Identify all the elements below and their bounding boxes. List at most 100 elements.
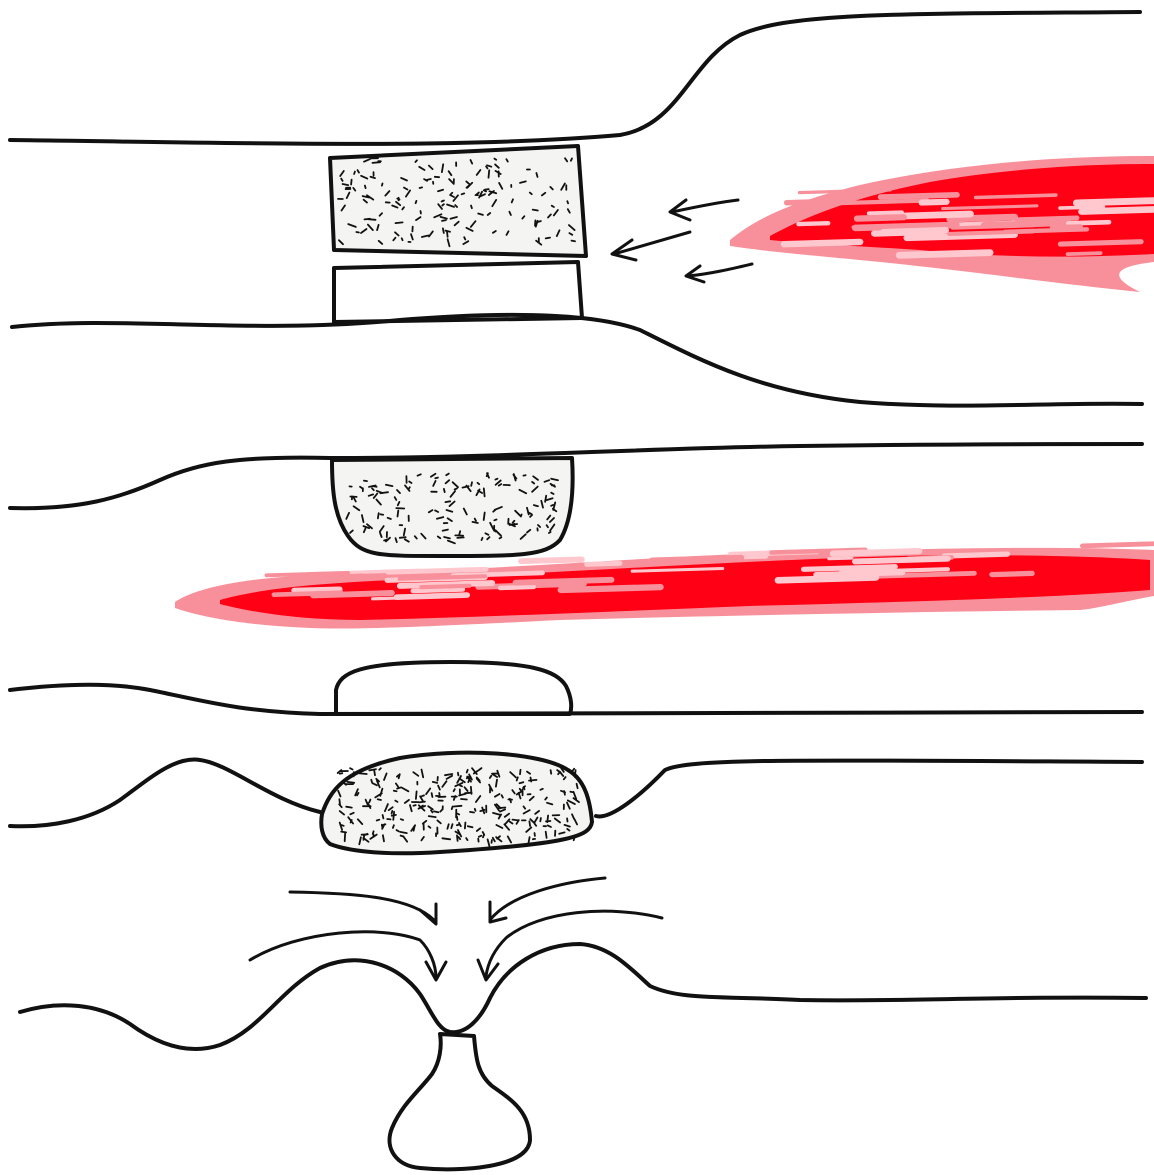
upper-vessel-wall — [10, 12, 1140, 144]
speckle-mark — [401, 819, 403, 820]
speckle-mark — [380, 492, 388, 493]
speckle-mark — [443, 228, 444, 233]
speckle-mark — [540, 789, 542, 790]
speckle-mark — [364, 835, 365, 840]
speckle-mark — [451, 824, 452, 828]
speckle-mark — [545, 496, 546, 502]
speckle-mark — [457, 537, 463, 538]
speckle-mark — [455, 488, 457, 489]
speckle-mark — [432, 793, 433, 797]
speckle-mark — [442, 220, 446, 221]
speckle-mark — [395, 801, 397, 802]
blood-streak-highlight — [1052, 227, 1080, 228]
hatched-plaque — [336, 662, 571, 714]
speckle-mark — [502, 795, 503, 797]
speckle-mark — [540, 818, 541, 821]
speckle-mark — [350, 768, 353, 769]
speckle-mark — [373, 162, 381, 163]
speckle-mark — [371, 177, 376, 178]
blood-streak-highlight — [267, 573, 349, 575]
stage-1-panel — [10, 12, 1154, 406]
speckle-mark — [484, 513, 485, 521]
speckle-mark — [572, 241, 576, 242]
speckle-mark — [343, 184, 349, 185]
speckle-mark — [520, 789, 521, 791]
speckle-mark — [552, 206, 554, 207]
speckle-mark — [529, 780, 537, 781]
speckle-mark — [341, 179, 342, 181]
speckle-mark — [500, 537, 502, 538]
speckle-mark — [365, 219, 371, 220]
speckle-mark — [457, 814, 459, 815]
speckle-mark — [409, 482, 411, 484]
speckle-mark — [457, 835, 458, 841]
speckle-mark — [397, 788, 400, 789]
blood-streak-highlight — [833, 551, 919, 554]
speckle-mark — [364, 481, 367, 482]
speckle-mark — [513, 524, 514, 526]
blood-streak-highlight — [1060, 207, 1103, 208]
speckle-mark — [392, 811, 393, 814]
speckle-mark — [386, 485, 393, 486]
speckle-mark — [457, 816, 458, 820]
speckle-mark — [533, 210, 538, 211]
speckle-mark — [571, 158, 572, 160]
speckle-mark — [506, 159, 507, 161]
speckle-mark — [445, 774, 452, 775]
speckle-mark — [378, 799, 381, 800]
blood-streak-highlight — [857, 217, 904, 218]
speckle-mark — [382, 184, 383, 186]
arrow-right-outer — [490, 878, 605, 920]
speckle-mark — [499, 808, 506, 809]
hatched-plaque — [390, 1034, 530, 1169]
speckle-mark — [397, 830, 399, 831]
speckle-mark — [347, 782, 354, 783]
blood-streak-highlight — [944, 554, 1007, 556]
blood-streak-highlight — [421, 586, 469, 587]
speckle-mark — [546, 832, 547, 838]
speckle-mark — [572, 769, 574, 772]
speckle-mark — [442, 204, 444, 205]
speckle-mark — [398, 511, 399, 517]
speckle-mark — [465, 823, 466, 829]
speckle-mark — [510, 799, 511, 803]
blood-streak-highlight — [1060, 242, 1141, 244]
speckle-mark — [471, 206, 472, 209]
speckle-mark — [429, 826, 431, 828]
speckle-mark — [494, 520, 496, 521]
speckle-mark — [513, 820, 519, 821]
speckle-mark — [409, 487, 410, 489]
speckle-mark — [471, 787, 472, 794]
blood-streak-highlight — [922, 202, 947, 203]
blood-streak-highlight — [899, 253, 990, 256]
speckle-mark — [431, 810, 433, 812]
speckle-mark — [482, 538, 483, 540]
hatched-plaque — [334, 262, 582, 322]
speckled-clot — [332, 458, 573, 556]
speckle-mark — [495, 479, 497, 480]
blood-streak-highlight — [953, 226, 1034, 229]
speckle-mark — [473, 522, 478, 523]
speckle-mark — [458, 773, 459, 776]
speckle-mark — [470, 812, 474, 813]
speckle-mark — [394, 791, 397, 792]
speckle-mark — [546, 238, 550, 239]
speckle-mark — [388, 518, 391, 519]
speckle-mark — [547, 525, 548, 527]
lower-vessel-wall — [20, 944, 1146, 1049]
speckle-mark — [381, 514, 384, 515]
speckle-mark — [433, 782, 437, 783]
blood-streak-highlight — [804, 567, 896, 570]
speckle-mark — [341, 825, 344, 826]
speckle-mark — [383, 815, 384, 818]
blood-streak-highlight — [881, 195, 958, 197]
speckle-mark — [517, 777, 518, 780]
speckle-mark — [360, 773, 367, 774]
speckle-mark — [475, 809, 476, 811]
blood-streak-highlight — [949, 231, 1032, 234]
speckle-mark — [460, 785, 462, 786]
flow-arrow-bottom — [688, 264, 752, 276]
speckle-mark — [442, 201, 444, 202]
speckle-mark — [567, 201, 568, 203]
